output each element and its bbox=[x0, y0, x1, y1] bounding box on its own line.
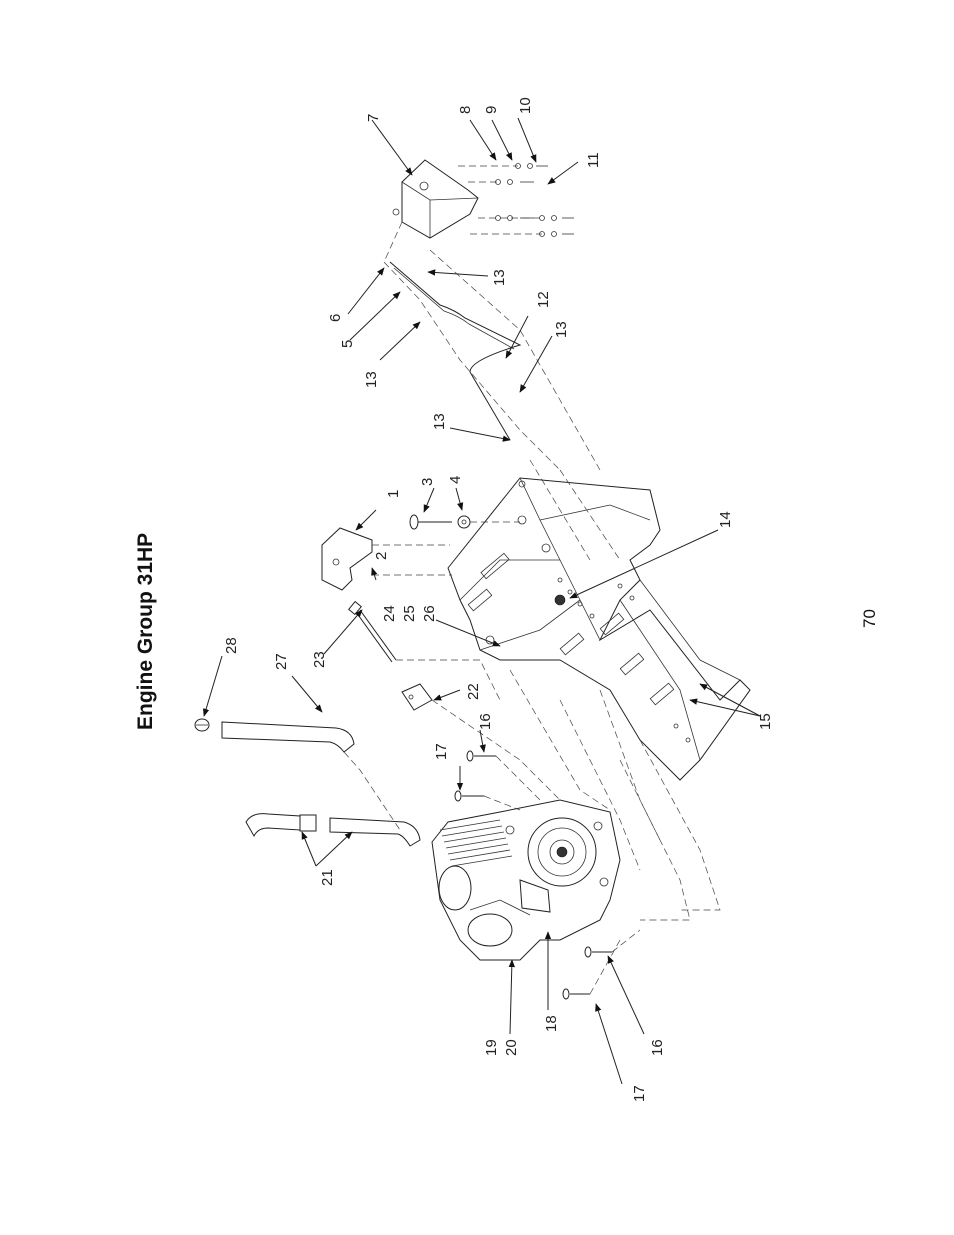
callout-10: 10 bbox=[517, 97, 534, 114]
callout-26: 26 bbox=[421, 605, 438, 622]
callout-4: 4 bbox=[447, 476, 464, 484]
callout-22: 22 bbox=[465, 683, 482, 700]
callout-5: 5 bbox=[339, 340, 356, 348]
washer bbox=[457, 515, 471, 529]
callout-19: 19 bbox=[483, 1039, 500, 1056]
callout-15: 15 bbox=[757, 713, 774, 730]
callout-23: 23 bbox=[311, 651, 328, 668]
callout-20: 20 bbox=[503, 1039, 520, 1056]
callout-6: 6 bbox=[327, 314, 344, 322]
callout-1: 1 bbox=[385, 490, 402, 498]
hose-clamp bbox=[194, 718, 210, 732]
assembly-lines bbox=[343, 221, 721, 995]
fuel-tank bbox=[392, 159, 479, 239]
callout-14: 14 bbox=[717, 511, 734, 528]
callout-12: 12 bbox=[535, 291, 552, 308]
leader-lines bbox=[203, 117, 761, 1085]
callout-27: 27 bbox=[273, 653, 290, 670]
callout-13d: 13 bbox=[431, 413, 448, 430]
engine-bolts bbox=[454, 750, 612, 1000]
callout-13b: 13 bbox=[363, 371, 380, 388]
frame-chassis bbox=[447, 477, 751, 781]
callout-13c: 13 bbox=[553, 321, 570, 338]
cover-plate bbox=[321, 527, 373, 591]
callout-17a: 17 bbox=[433, 743, 450, 760]
dipstick bbox=[348, 600, 397, 663]
callout-21: 21 bbox=[319, 869, 336, 886]
callout-17b: 17 bbox=[631, 1085, 648, 1102]
page-number: 70 bbox=[860, 609, 879, 628]
callout-3: 3 bbox=[419, 478, 436, 486]
intake-hoses bbox=[245, 813, 421, 847]
callout-13a: 13 bbox=[491, 269, 508, 286]
callout-7: 7 bbox=[365, 114, 382, 122]
callout-16a: 16 bbox=[477, 713, 494, 730]
callout-18: 18 bbox=[543, 1015, 560, 1032]
air-hose bbox=[221, 721, 355, 753]
fuel-line bbox=[383, 249, 601, 471]
callout-labels: 1 2 3 4 5 6 7 8 9 10 11 12 13 13 13 13 1… bbox=[223, 97, 774, 1102]
callout-16b: 16 bbox=[649, 1039, 666, 1056]
callout-9: 9 bbox=[483, 106, 500, 114]
engine bbox=[431, 799, 621, 961]
bolt bbox=[409, 514, 452, 530]
page-title: Engine Group 31HP bbox=[134, 533, 157, 730]
callout-25: 25 bbox=[401, 605, 418, 622]
callout-8: 8 bbox=[457, 106, 474, 114]
bracket bbox=[401, 683, 433, 711]
callout-11: 11 bbox=[585, 152, 602, 168]
callout-28: 28 bbox=[223, 637, 240, 654]
tank-fasteners bbox=[458, 163, 574, 237]
callout-24: 24 bbox=[381, 605, 398, 622]
callout-2: 2 bbox=[373, 552, 390, 560]
